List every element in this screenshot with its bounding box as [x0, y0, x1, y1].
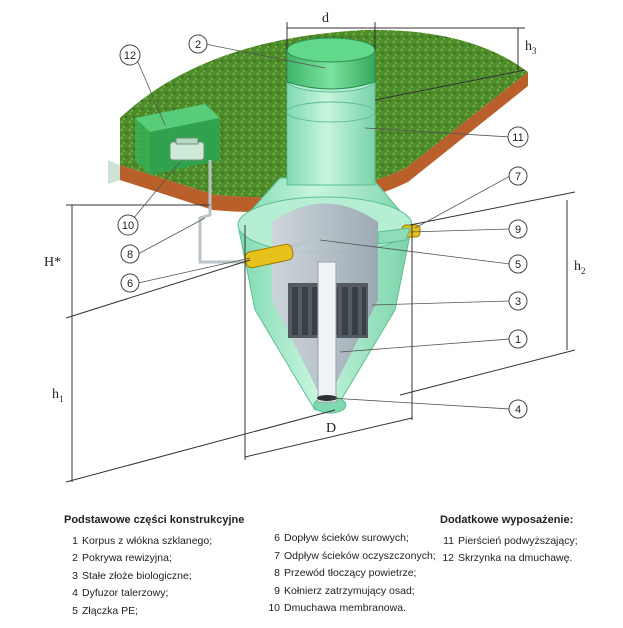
- central-pipe: [317, 261, 337, 403]
- dim-h2-label: h2: [574, 259, 586, 276]
- callout-5: 5: [508, 254, 528, 274]
- dimension-lines: [65, 22, 576, 483]
- callout-1: 1: [508, 329, 528, 349]
- legend-extra-title: Dodatkowe wyposażenie:: [440, 514, 574, 526]
- dim-h1-label: h1: [52, 387, 64, 404]
- inspection-lid: [286, 37, 376, 90]
- svg-text:2: 2: [195, 39, 201, 51]
- blower-box: [135, 104, 220, 175]
- svg-text:10: 10: [122, 220, 134, 232]
- svg-text:8: 8: [127, 249, 133, 261]
- air-pressure-pipe: [198, 160, 245, 264]
- svg-text:3: 3: [515, 296, 521, 308]
- dim-hstar-label: H*: [44, 255, 61, 270]
- membrane-blower: [169, 137, 205, 161]
- svg-text:7: 7: [515, 171, 521, 183]
- ground-grass-front: [108, 160, 120, 184]
- sludge-collar: [377, 227, 411, 245]
- callout-11: 11: [507, 126, 529, 148]
- leader-lines: [127, 43, 511, 410]
- dim-h3-label: h3: [525, 39, 537, 56]
- svg-text:6: 6: [127, 278, 133, 290]
- svg-text:9: 9: [515, 224, 521, 236]
- dim-D-label: D: [326, 421, 336, 436]
- treatment-plant-diagram: d h3 H* h1 h2 D 2 12 11 7 9 5 3 1 4 10 8…: [44, 11, 586, 483]
- svg-text:12: 12: [124, 50, 136, 62]
- legend-basic-title: Podstawowe części konstrukcyjne: [64, 514, 245, 526]
- callout-7: 7: [508, 166, 528, 186]
- ground-soil: [120, 72, 528, 213]
- callout-3: 3: [508, 291, 528, 311]
- callout-12: 12: [119, 44, 141, 66]
- plate-diffuser: [317, 395, 337, 401]
- svg-text:5: 5: [515, 259, 521, 271]
- svg-text:4: 4: [515, 404, 521, 416]
- svg-text:1: 1: [515, 334, 521, 346]
- callout-2: 2: [188, 34, 208, 54]
- callout-10: 10: [117, 214, 139, 236]
- dim-d-label: d: [322, 11, 329, 26]
- callout-9: 9: [508, 219, 528, 239]
- callout-8: 8: [120, 244, 140, 264]
- callout-6: 6: [120, 273, 140, 293]
- callout-4: 4: [508, 399, 528, 419]
- svg-text:11: 11: [512, 132, 523, 144]
